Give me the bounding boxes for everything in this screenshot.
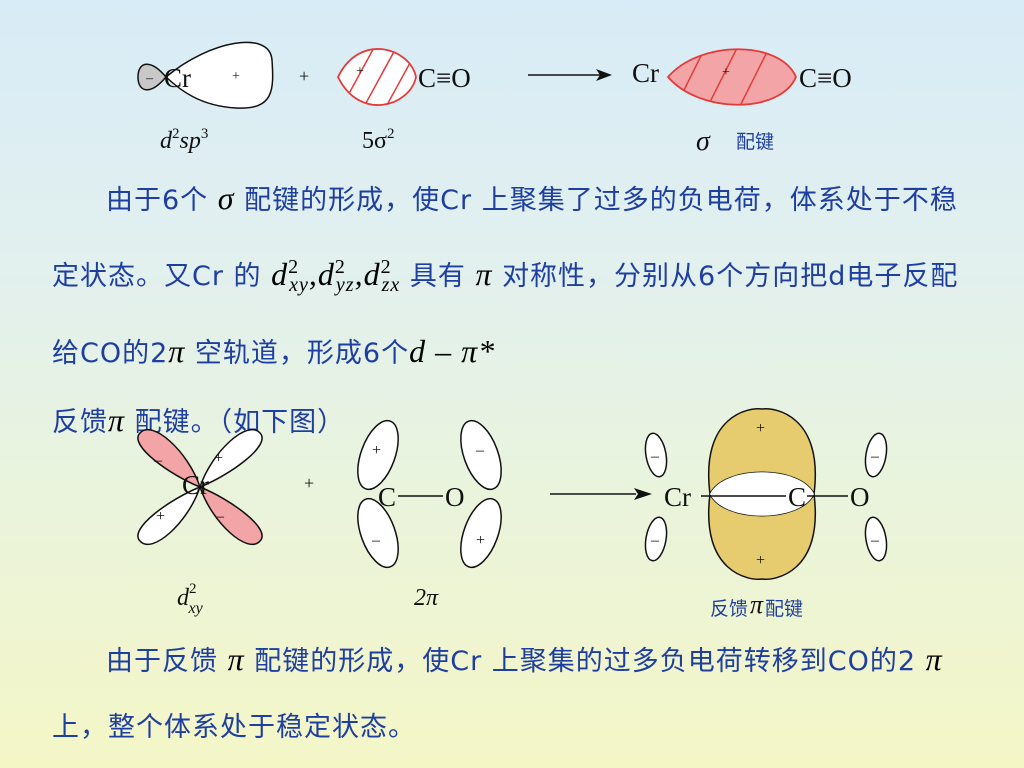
plus-sign-2: + <box>304 473 314 493</box>
o-minus-top: – <box>870 448 880 465</box>
back-pi-bond-result <box>644 407 888 581</box>
co-2pi-orbital <box>357 419 502 569</box>
dxy-plus-bl: + <box>156 508 165 525</box>
hybrid-minus: – <box>145 71 154 86</box>
result-c-atom: C <box>788 482 806 512</box>
co-pi-minus-tr: – <box>475 442 485 459</box>
cr-atom-label-4: Cr <box>664 482 691 512</box>
plus-sign: + <box>299 66 309 86</box>
sigma-symbol: σ <box>217 180 235 216</box>
pi-symbol: π <box>475 256 493 292</box>
dxy-lobe-top-left <box>137 428 202 489</box>
cr-atom-label-2: Cr <box>632 58 659 88</box>
pi-symbol-3: π <box>108 402 126 438</box>
paragraph-back-bond: 由于反馈 π 配键的形成，使Cr 上聚集的过多负电荷转移到CO的2 π 上，整个… <box>52 641 943 743</box>
dxy-lobe-bottom-right <box>198 485 263 546</box>
label-sigma-bond: 配键 <box>736 131 774 153</box>
d-orbital-xy: d2xy,d2yz,d2zx <box>271 256 401 296</box>
label-sigma-symbol: σ <box>696 126 711 157</box>
reaction-arrow-2 <box>550 488 652 500</box>
label-d2sp3: d2sp3 <box>160 126 208 154</box>
pi-plus-bottom: + <box>756 552 765 569</box>
sigma-bond-result: Cr + C≡O <box>632 48 852 106</box>
sigma-plus: + <box>722 65 730 80</box>
co-label-2: C≡O <box>799 63 852 93</box>
pi-plus-top: + <box>756 420 765 437</box>
o-minus-bottom: – <box>870 532 880 549</box>
cr-minus-top: – <box>650 448 660 465</box>
co-c-atom: C <box>378 482 396 512</box>
sigma-bond-diagram: – + Cr + + C≡O Cr + C≡O d2sp3 5σ2 <box>137 41 852 157</box>
dxy-lobe-bottom-left <box>137 485 202 546</box>
cr-atom-label: Cr <box>164 63 191 93</box>
pi-symbol-4: π <box>227 641 245 677</box>
hybrid-large-lobe <box>164 41 274 109</box>
hybrid-orbital: – + Cr <box>137 41 274 109</box>
co-pi-plus-br: + <box>476 532 485 549</box>
co-lobe-plus: + <box>356 64 364 79</box>
dxy-minus-tl: – <box>153 452 163 469</box>
result-o-atom: O <box>850 482 870 512</box>
hybrid-plus: + <box>232 69 240 84</box>
co-pi-minus-bl: – <box>371 532 381 549</box>
co-5sigma-orbital: + C≡O <box>336 48 471 106</box>
back-pi-bond-diagram: – + + – Cr + + – – + C O + + – – <box>137 407 888 620</box>
paragraph-sigma-bond: 由于6个 σ 配键的形成，使Cr 上聚集了过多的负电荷，体系处于不稳定状态。又C… <box>52 180 959 438</box>
label-5sigma2: 5σ2 <box>362 126 394 154</box>
cr-minus-bottom: – <box>650 532 660 549</box>
reaction-arrow <box>528 69 612 81</box>
cr-atom-label-3: Cr <box>182 470 209 500</box>
co-label-1: C≡O <box>418 63 471 93</box>
dxy-lobe-top-right <box>198 428 263 489</box>
pi-symbol-2: π <box>168 333 186 369</box>
dxy-minus-br: – <box>215 508 225 525</box>
co-pi-plus-tl: + <box>372 442 381 459</box>
d-pi-star: d – π* <box>409 333 496 369</box>
co-o-atom: O <box>445 482 465 512</box>
dxy-plus-tr: + <box>214 450 223 467</box>
pi-symbol-5: π <box>925 641 943 677</box>
dxy-orbital <box>137 428 263 546</box>
hybrid-small-lobe <box>137 63 167 91</box>
label-2pi: 2π <box>414 585 439 611</box>
